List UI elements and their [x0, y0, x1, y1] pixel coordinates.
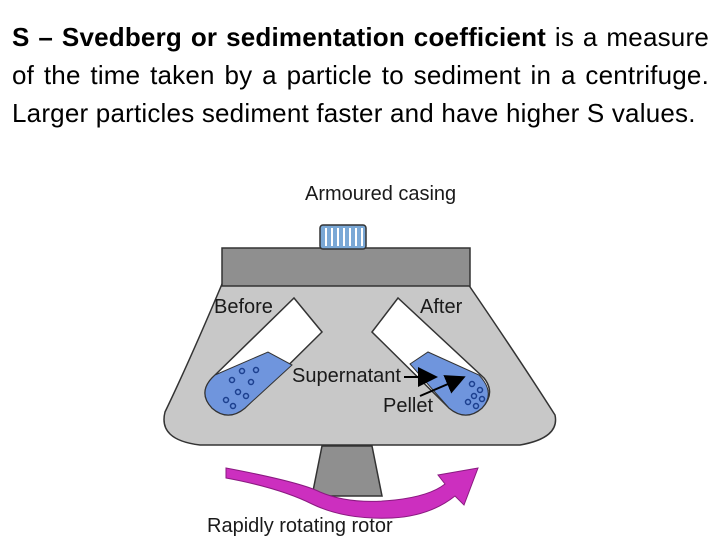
centrifuge-base — [311, 445, 383, 497]
before-label: Before — [214, 296, 273, 318]
tube-before — [204, 296, 324, 416]
svedberg-definition: is a measure of the time taken by a part… — [12, 22, 709, 128]
casing-label: Armoured casing — [305, 183, 456, 205]
pellet-label: Pellet — [383, 395, 433, 417]
definition-paragraph: S – Svedberg or sedimentation coefficien… — [12, 18, 709, 132]
after-label: After — [420, 296, 463, 318]
centrifuge-lid — [221, 247, 471, 287]
rotor-label: Rapidly rotating rotor — [207, 515, 393, 537]
svedberg-term: S – Svedberg or sedimentation coefficien… — [12, 22, 547, 52]
rotation-arrow — [225, 467, 479, 519]
pellet-arrow — [419, 375, 466, 397]
supernatant-label: Supernatant — [292, 365, 401, 387]
